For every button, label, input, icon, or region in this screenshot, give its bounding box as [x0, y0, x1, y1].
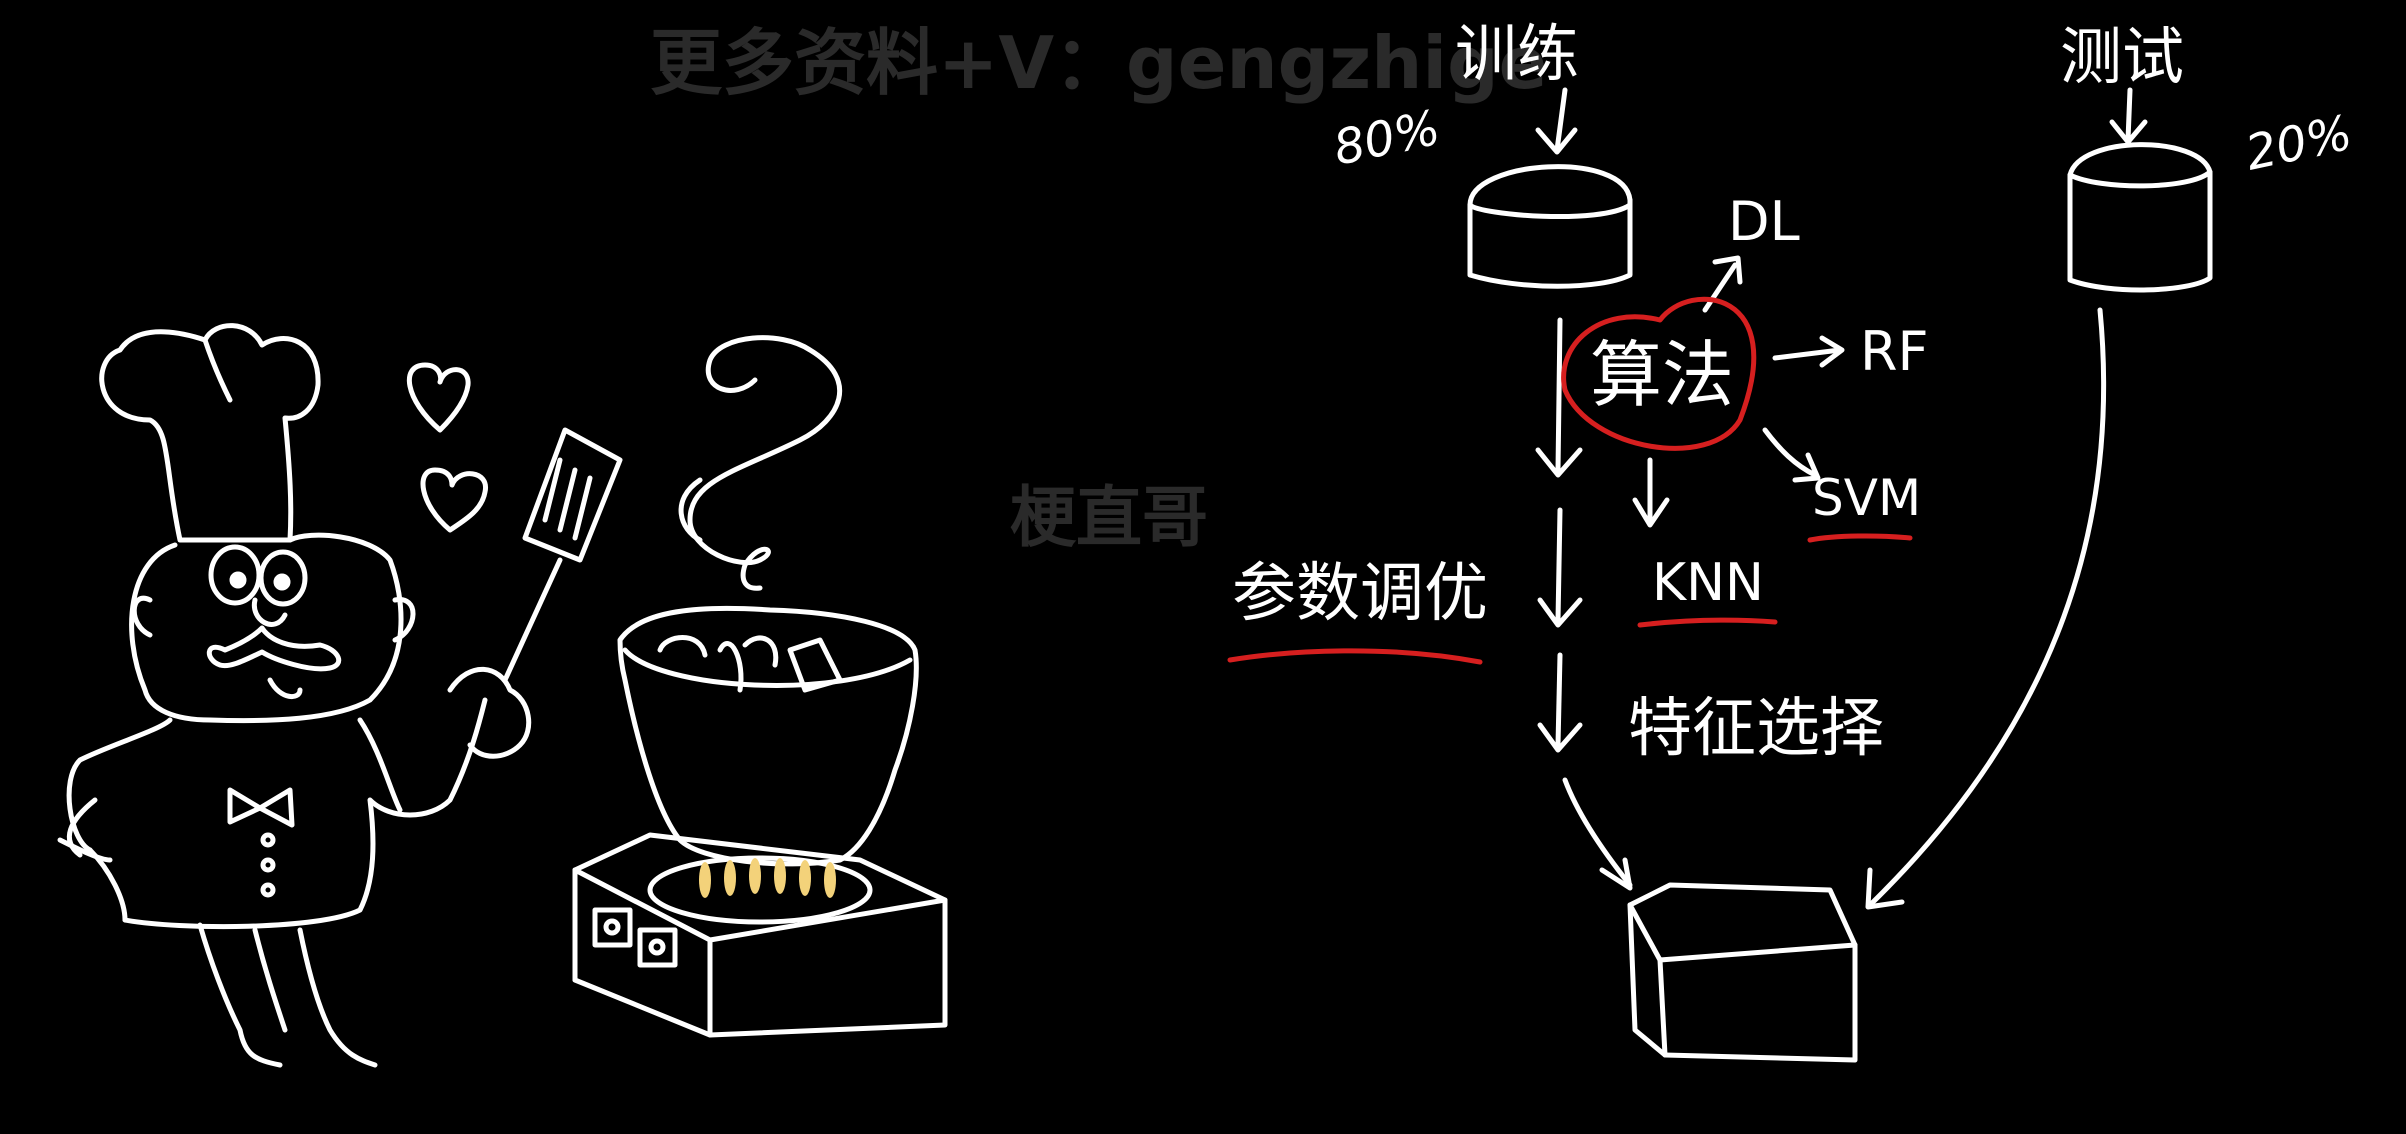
watermark-top: 更多资料+V：gengzhige — [650, 21, 1547, 105]
param-tuning-label: 参数调优 — [1232, 557, 1488, 631]
test-label: 测试 — [2060, 20, 2184, 93]
flame-icon — [699, 858, 836, 898]
highlight-marks — [1227, 296, 1913, 665]
knn-underline — [1637, 617, 1778, 628]
train-label: 训练 — [1455, 17, 1579, 90]
chef-illustration — [57, 323, 623, 1068]
algorithm-knn: KNN — [1652, 553, 1764, 613]
algorithm-label: 算法 — [1590, 333, 1734, 417]
train-percent: 80% — [1329, 100, 1445, 177]
param-tuning-underline — [1227, 648, 1483, 665]
heart-icon — [407, 362, 488, 533]
algorithm-rf: RF — [1860, 320, 1929, 383]
test-data-cylinder — [2067, 142, 2213, 293]
test-percent: 20% — [2241, 105, 2357, 182]
diagram-labels: 训练 80% 测试 20% 算法 DL RF SVM KNN 参数调优 特征选择 — [1232, 17, 2357, 766]
algorithm-svm: SVM — [1812, 469, 1921, 527]
pipeline-diagram — [1467, 87, 2213, 1063]
feature-selection-label: 特征选择 — [1628, 692, 1884, 766]
final-model-box — [1627, 882, 1858, 1063]
algorithm-circle — [1561, 296, 1757, 451]
algorithm-dl: DL — [1728, 190, 1800, 253]
stove-illustration — [572, 335, 948, 1038]
watermark-center: 梗直哥 — [1010, 479, 1208, 556]
svm-underline — [1807, 533, 1913, 543]
train-data-cylinder — [1467, 164, 1633, 289]
